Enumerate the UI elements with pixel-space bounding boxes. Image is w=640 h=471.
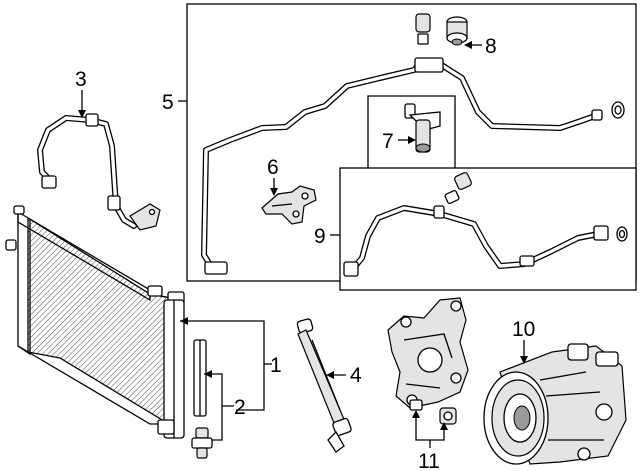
pressure-switch-8 — [415, 13, 468, 46]
suction-hose-9 — [343, 172, 628, 277]
compressor-10 — [483, 343, 627, 465]
hose-3 — [37, 113, 161, 231]
callout-10: 10 — [512, 318, 535, 341]
arrowheads — [78, 41, 528, 430]
liquid-line-tube-5 — [201, 57, 625, 275]
compressor-bracket-11 — [387, 297, 469, 425]
callout-4: 4 — [350, 364, 362, 387]
callout-9: 9 — [314, 225, 326, 248]
receiver-4 — [296, 318, 352, 453]
dryer-parts-2 — [191, 339, 213, 459]
bracket-6 — [261, 185, 317, 225]
pressure-sensor-7 — [404, 103, 441, 153]
callout-6: 6 — [267, 156, 279, 179]
callout-1: 1 — [270, 354, 282, 377]
leader-lines — [81, 44, 525, 448]
hose-group-box-9 — [339, 167, 637, 291]
callout-3: 3 — [75, 68, 87, 91]
callout-7: 7 — [382, 130, 394, 153]
callout-11: 11 — [418, 450, 440, 471]
condenser-1 — [5, 205, 185, 439]
callout-8: 8 — [485, 35, 497, 58]
pressure-sensor-sub-box-7 — [367, 95, 456, 168]
callout-5: 5 — [162, 91, 174, 114]
callout-2: 2 — [234, 396, 246, 419]
